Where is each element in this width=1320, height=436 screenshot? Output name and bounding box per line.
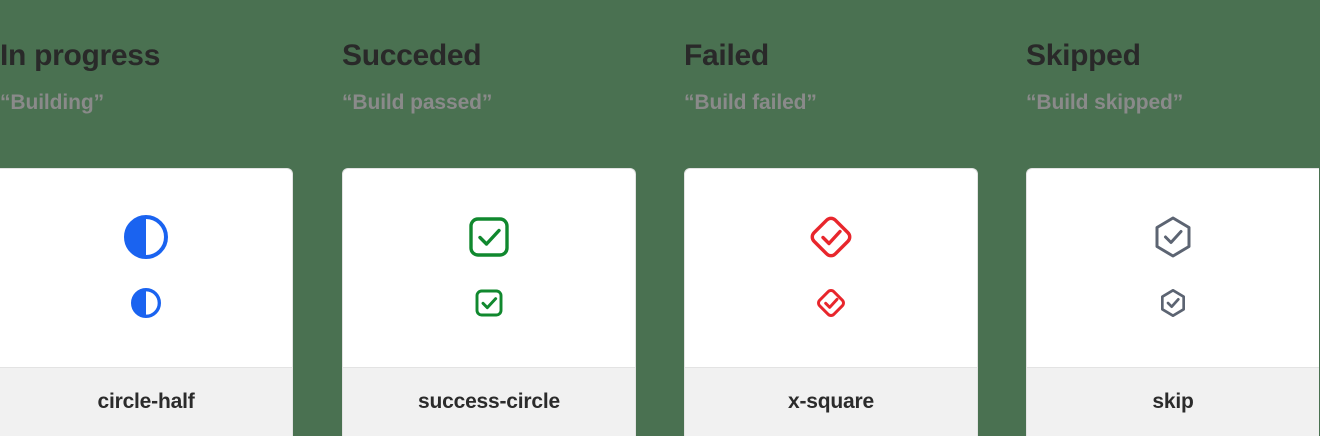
success-circle-icon (465, 213, 513, 261)
column-subheading: “Build failed” (684, 91, 817, 114)
icon-card-skip[interactable]: skip (1026, 168, 1319, 436)
icon-preview-area (343, 169, 635, 367)
icon-preview-area (685, 169, 977, 367)
icon-preview-area (0, 169, 292, 367)
circle-half-icon-small (130, 287, 162, 319)
icon-card-success-circle[interactable]: success-circle (342, 168, 636, 436)
circle-half-icon (122, 213, 170, 261)
icon-preview-area (1027, 169, 1319, 367)
icon-name-label: skip (1152, 390, 1194, 413)
x-square-icon (807, 213, 855, 261)
success-circle-icon-small (473, 287, 505, 319)
column-heading: In progress (0, 39, 161, 72)
column-subheading: “Build passed” (342, 91, 493, 114)
column-subheading: “Build skipped” (1026, 91, 1184, 114)
column-heading: Skipped (1026, 39, 1141, 72)
icon-name-label: circle-half (97, 390, 195, 413)
skip-icon-small (1157, 287, 1189, 319)
x-square-icon-small (815, 287, 847, 319)
status-column-in-progress: In progress “Building” cir (0, 0, 293, 436)
column-subheading: “Building” (0, 91, 104, 114)
status-column-skipped: Skipped “Build skipped” sk (1026, 0, 1319, 436)
icon-card-x-square[interactable]: x-square (684, 168, 978, 436)
icon-card-footer: success-circle (343, 367, 635, 436)
status-column-failed: Failed “Build failed” (684, 0, 978, 436)
status-column-succeded: Succeded “Build passed” su (342, 0, 636, 436)
icon-card-circle-half[interactable]: circle-half (0, 168, 293, 436)
icon-name-label: success-circle (418, 390, 560, 413)
icon-card-footer: circle-half (0, 367, 292, 436)
column-heading: Failed (684, 39, 769, 72)
icon-name-label: x-square (788, 390, 874, 413)
icon-card-footer: skip (1027, 367, 1319, 436)
skip-icon (1149, 213, 1197, 261)
icon-card-footer: x-square (685, 367, 977, 436)
column-heading: Succeded (342, 39, 482, 72)
